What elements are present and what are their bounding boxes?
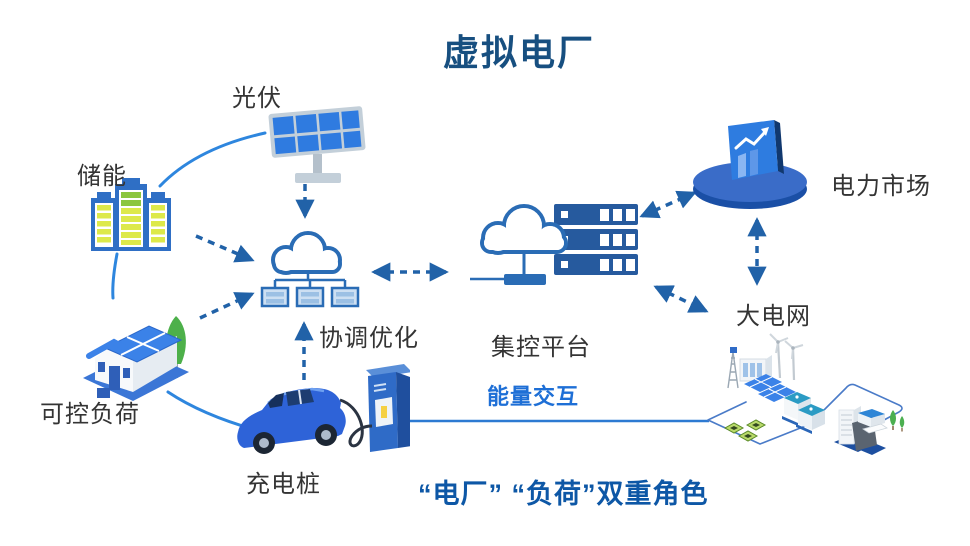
page-title: 虚拟电厂 — [443, 32, 596, 73]
ev-car — [237, 387, 346, 454]
wind-turbine-icon — [769, 333, 804, 381]
power-plant-icon — [727, 347, 772, 389]
pv-label: 光伏 — [232, 85, 282, 112]
arrow-load-to-coordination — [199, 292, 255, 320]
arrow-platform-market — [639, 190, 697, 219]
grid-label: 大电网 — [736, 303, 811, 330]
tree-icon — [890, 410, 905, 432]
chip-icon — [723, 419, 767, 442]
charger-label: 充电桩 — [246, 471, 321, 498]
arrow-platform-grid — [653, 285, 709, 313]
arrow-storage-to-coordination — [195, 234, 255, 263]
storage-label: 储能 — [77, 163, 127, 190]
city-buildings-icon — [834, 406, 888, 455]
coordination-label: 协调优化 — [319, 325, 419, 352]
market-label: 电力市场 — [831, 173, 931, 200]
charging-pile — [366, 364, 410, 452]
battery-storage-icon — [85, 178, 177, 254]
load-label: 可控负荷 — [40, 401, 140, 428]
ev-charging-icon — [220, 358, 410, 468]
solar-farm-icon — [744, 374, 796, 402]
footer-slogan: “电厂” “负荷”双重角色 — [418, 479, 709, 509]
platform-label: 集控平台 — [491, 334, 591, 361]
solar-panel-icon — [262, 102, 372, 184]
cloud-server-icon — [468, 198, 643, 298]
charging-cable — [339, 398, 373, 448]
energy-exchange-label: 能量交互 — [487, 384, 580, 409]
trend-line — [734, 130, 767, 150]
power-grid-icon — [700, 326, 910, 462]
substation-icon — [782, 392, 825, 434]
market-dashboard-icon — [688, 118, 813, 218]
cloud-compute-icon — [256, 224, 364, 312]
smart-house-icon — [75, 288, 195, 404]
